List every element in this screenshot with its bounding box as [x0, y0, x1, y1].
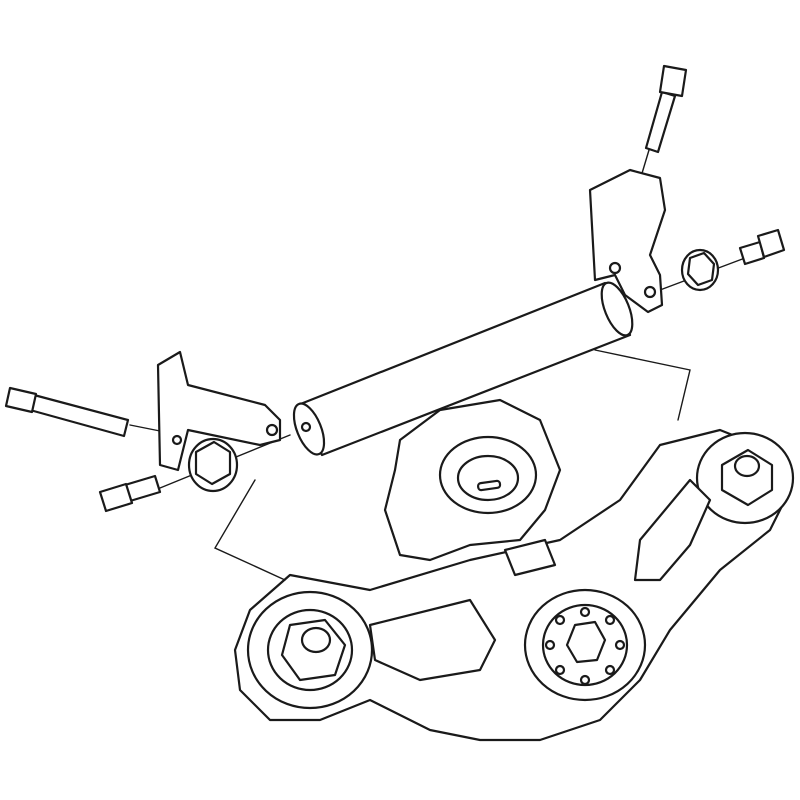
- head-nut-inner: [456, 454, 520, 502]
- right-screw[interactable]: [738, 228, 786, 266]
- triple-clamp: [233, 398, 795, 742]
- left-cutout: [368, 598, 497, 682]
- stem-nut-holes: [544, 606, 626, 686]
- key-slot: [476, 479, 502, 492]
- label-plate: [503, 538, 557, 577]
- left-bolt-shank: [28, 393, 130, 438]
- handlebar-tube[interactable]: [288, 279, 639, 459]
- left-screw[interactable]: [98, 474, 162, 513]
- right-bracket[interactable]: [588, 168, 667, 314]
- tube-right-end: [600, 281, 634, 337]
- top-bolt-head: [658, 64, 688, 98]
- top-bolt[interactable]: [644, 64, 688, 154]
- left-bolt-head: [4, 386, 38, 414]
- left-fork-bolt: [300, 626, 332, 654]
- right-fork-bolt: [733, 454, 761, 478]
- right-nut-hex: [686, 251, 716, 287]
- right-guide-line: [594, 349, 691, 421]
- left-guide-line: [214, 479, 286, 581]
- right-flange-nut[interactable]: [680, 248, 720, 292]
- left-screw-head: [98, 482, 134, 513]
- right-bracket-hole: [608, 261, 622, 275]
- hex-socket: [565, 620, 607, 664]
- left-bracket-lower-hole: [171, 434, 183, 446]
- left-nut-hex: [194, 440, 232, 486]
- top-bolt-shank: [644, 90, 677, 154]
- left-flange-nut[interactable]: [187, 437, 239, 493]
- left-bracket[interactable]: [156, 350, 282, 472]
- right-bracket-plate: [588, 168, 667, 314]
- left-bracket-plate: [156, 350, 282, 472]
- right-screw-head: [756, 228, 786, 259]
- left-bracket-hole: [265, 423, 279, 437]
- right-bracket-lower-hole: [643, 285, 657, 299]
- left-long-bolt[interactable]: [4, 386, 130, 438]
- tube-bore: [300, 421, 312, 433]
- right-cutout: [633, 478, 712, 582]
